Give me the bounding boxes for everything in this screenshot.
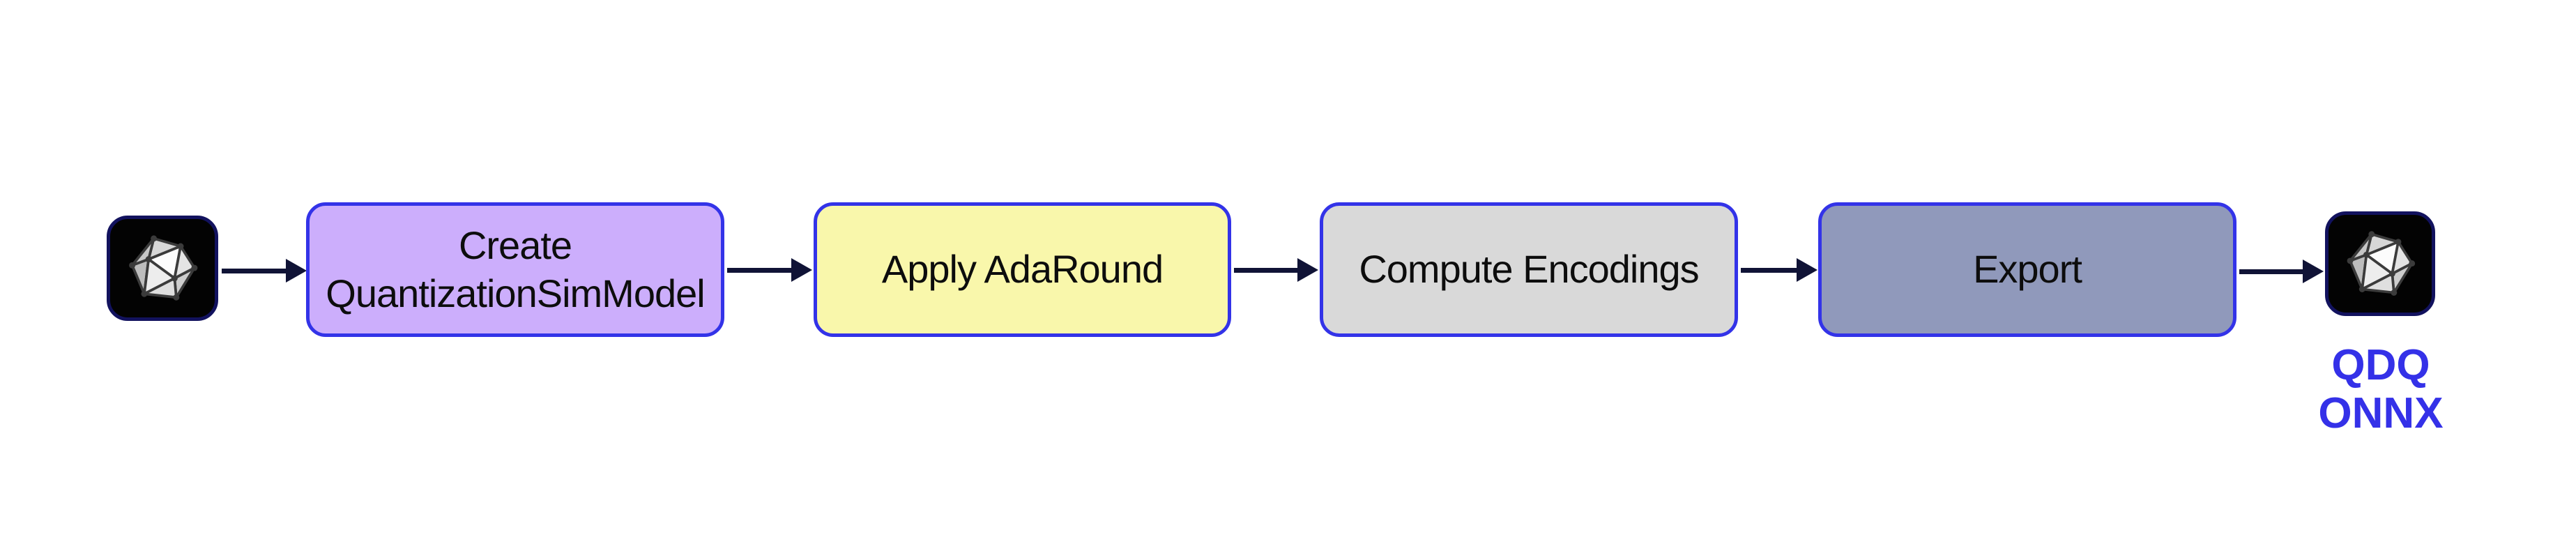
arrow-shaft [222, 268, 286, 273]
arrow-head-icon [1297, 258, 1318, 282]
qdq-onnx-label: QDQ ONNX [2318, 341, 2444, 438]
arrow-shaft [1234, 267, 1297, 273]
flow-step-apply-adaround: Apply AdaRound [814, 202, 1231, 337]
flow-arrow-export-to-output [2239, 260, 2324, 283]
flow-step-export: Export [1818, 202, 2236, 337]
step-label: Compute Encodings [1359, 247, 1699, 292]
onnx-input-model-icon [107, 216, 218, 321]
onnx-logo-icon [2347, 231, 2416, 296]
arrow-head-icon [286, 259, 307, 283]
flow-step-compute-encodings: Compute Encodings [1320, 202, 1738, 337]
onnx-logo-icon [129, 235, 198, 301]
flow-arrow-adaround-to-encodings [1234, 258, 1318, 282]
flow-step-create-quantizationsimmodel: Create QuantizationSimModel [306, 202, 724, 337]
arrow-shaft [727, 267, 791, 273]
arrow-head-icon [791, 258, 812, 282]
arrow-head-icon [2303, 260, 2324, 283]
step-label: Export [1973, 247, 2082, 292]
flow-arrow-encodings-to-export [1741, 258, 1817, 282]
flow-arrow-input-to-create [222, 259, 307, 283]
onnx-output-model-icon [2325, 211, 2435, 316]
step-label: Create QuantizationSimModel [326, 223, 705, 315]
step-label: Apply AdaRound [881, 247, 1164, 292]
flow-arrow-create-to-adaround [727, 258, 812, 282]
arrow-shaft [1741, 267, 1797, 273]
arrow-shaft [2239, 269, 2303, 274]
arrow-head-icon [1797, 258, 1817, 282]
